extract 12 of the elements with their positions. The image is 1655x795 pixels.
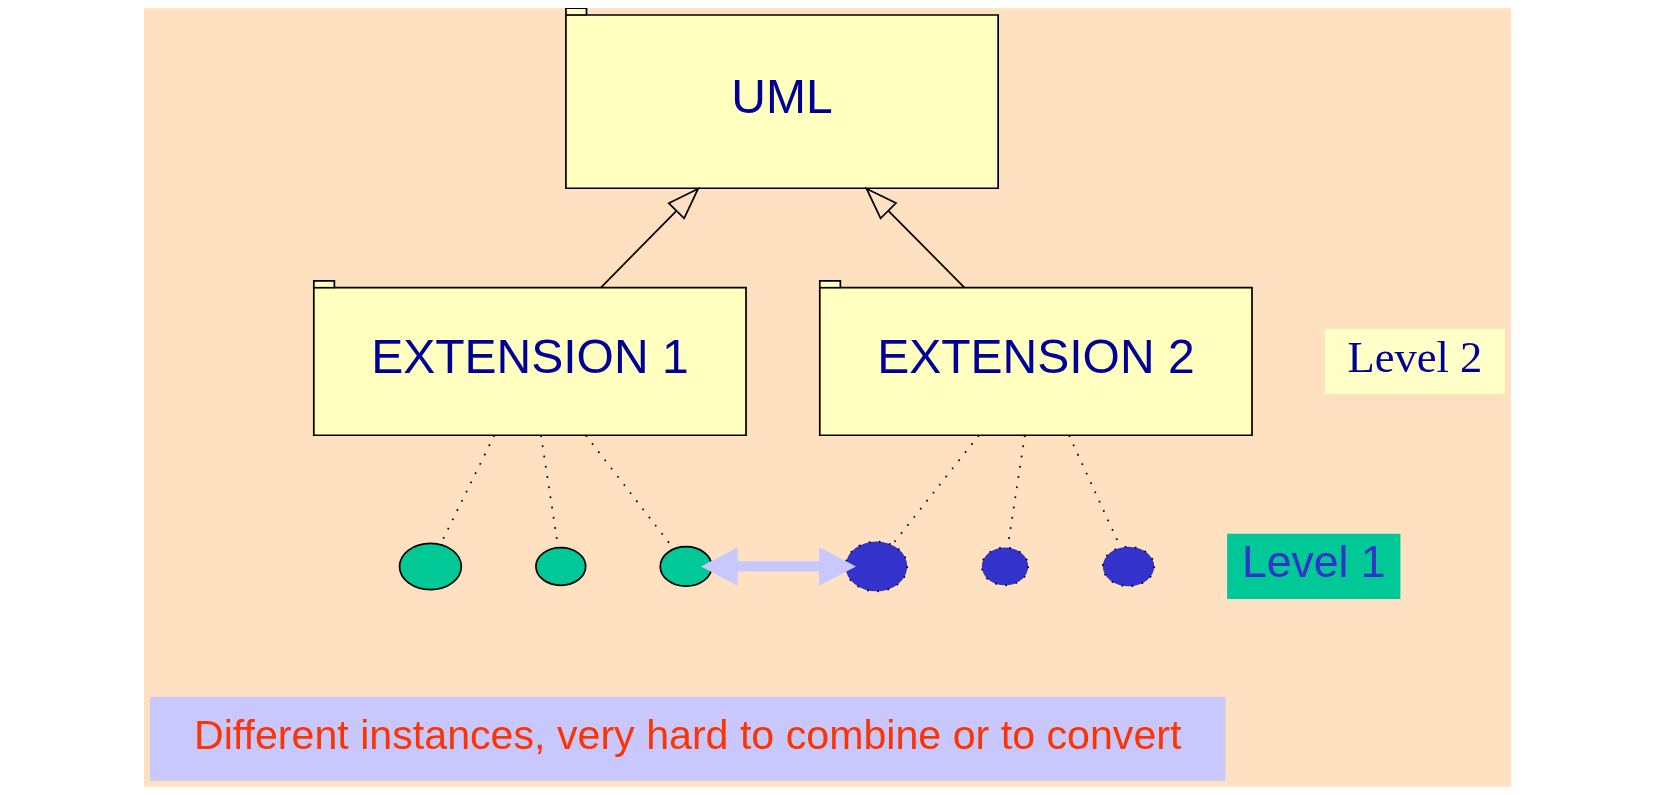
node-circle xyxy=(398,542,463,591)
node-box: Different instances, very hard to combine or to convert xyxy=(150,696,1226,781)
node-circle xyxy=(535,546,587,587)
node-circle xyxy=(1101,545,1156,588)
arrow xyxy=(700,547,856,586)
node-box: Level 2 xyxy=(1324,328,1505,395)
arrow xyxy=(864,186,966,289)
node-box: Level 1 xyxy=(1227,533,1401,600)
node-circle xyxy=(659,545,713,588)
node-circle xyxy=(844,540,909,593)
arrow xyxy=(600,186,700,289)
node-circle xyxy=(981,546,1030,587)
